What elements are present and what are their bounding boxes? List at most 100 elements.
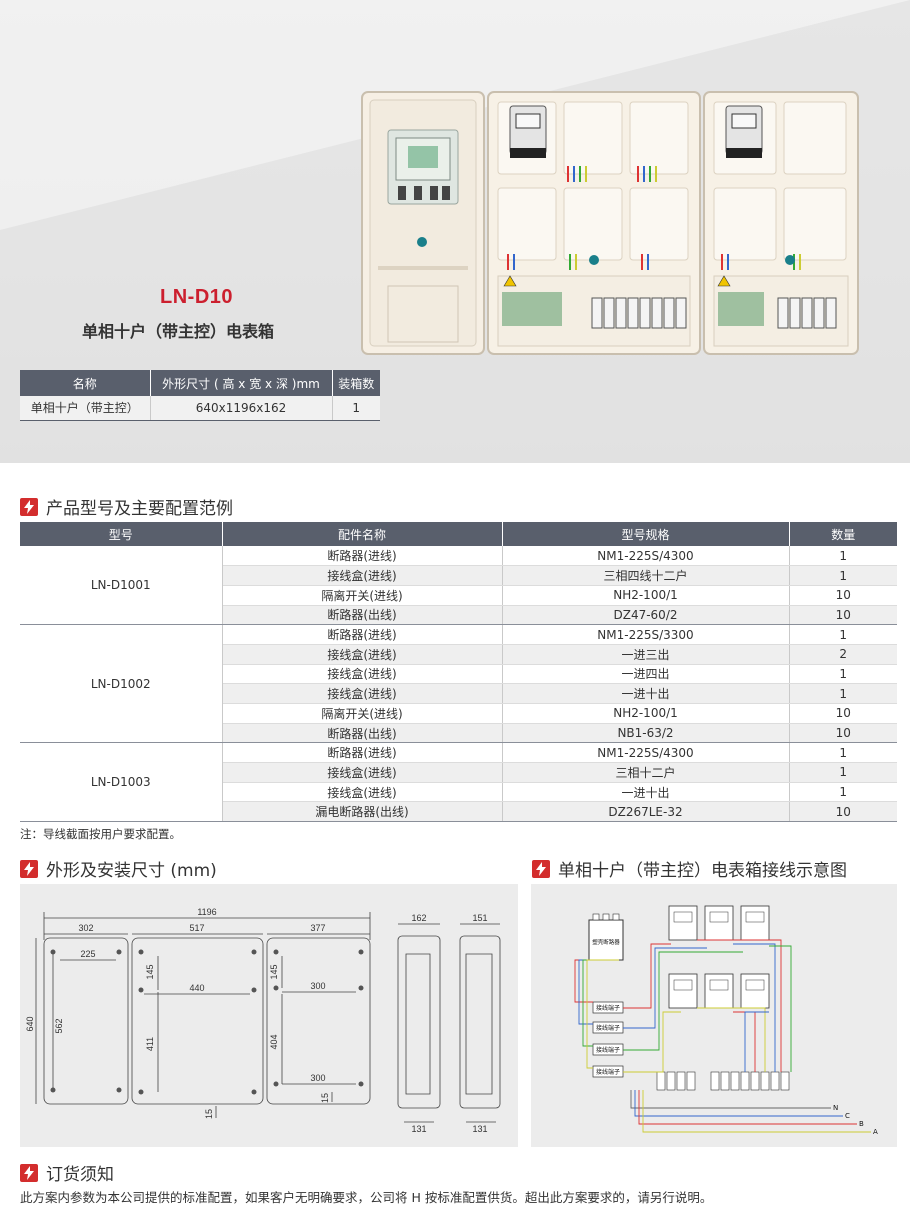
config-header-model: 型号: [20, 522, 223, 546]
config-cell-part: 断路器(进线): [222, 624, 503, 645]
terminal-label-1: 接线端子: [596, 1004, 620, 1012]
dim-height-562: 562: [54, 1018, 64, 1033]
section-wiring-title: 单相十户（带主控）电表箱接线示意图: [558, 861, 847, 881]
dim-v411: 411: [145, 1037, 155, 1051]
config-cell-part: 断路器(进线): [222, 742, 503, 764]
hero-banner: LN-D10 单相十户（带主控）电表箱 名称 外形尺寸 ( 高 x 宽 x 深 …: [0, 0, 910, 463]
dim-side-depth: 162: [411, 913, 426, 923]
section-wiring-heading: 单相十户（带主控）电表箱接线示意图: [532, 856, 847, 881]
config-cell-qty: 2: [789, 644, 897, 665]
config-cell-qty: 1: [789, 546, 897, 567]
terminal-label-4: 接线端子: [596, 1068, 620, 1076]
product-photo: [361, 91, 859, 355]
dim-overall-width: 1196: [197, 907, 216, 917]
config-note: 注：导线截面按用户要求配置。: [20, 827, 181, 841]
config-cell-part: 接线盒(进线): [222, 762, 503, 783]
config-cell-qty: 1: [789, 762, 897, 783]
section-config-title: 产品型号及主要配置范例: [46, 499, 233, 519]
config-cell-model: LN-D1001: [20, 546, 223, 626]
dim-hole-300b: 300: [310, 1073, 325, 1083]
config-cell-spec: 一进三出: [502, 644, 790, 665]
spec-cell-size: 640x1196x162: [150, 396, 333, 421]
config-cell-spec: 三相十二户: [502, 762, 790, 783]
dim-hole-225: 225: [80, 949, 95, 959]
config-cell-qty: 1: [789, 742, 897, 764]
config-cell-spec: DZ267LE-32: [502, 801, 790, 823]
phase-n: N: [833, 1104, 838, 1112]
spec-header-row: 名称 外形尺寸 ( 高 x 宽 x 深 )mm 装箱数: [20, 370, 380, 396]
lightning-icon: [20, 1163, 38, 1182]
config-cell-spec: NM1-225S/3300: [502, 624, 790, 645]
config-cell-qty: 10: [789, 723, 897, 744]
config-cell-model: LN-D1002: [20, 624, 223, 744]
dim-hole-440: 440: [189, 983, 204, 993]
spec-table: 名称 外形尺寸 ( 高 x 宽 x 深 )mm 装箱数 单相十户（带主控） 64…: [20, 370, 380, 421]
config-cell-part: 隔离开关(进线): [222, 703, 503, 724]
section-order-title: 订货须知: [46, 1165, 114, 1185]
config-cell-spec: NH2-100/1: [502, 703, 790, 724]
dim-height-640: 640: [25, 1016, 35, 1031]
phase-b: B: [859, 1120, 864, 1128]
config-header-qty: 数量: [789, 522, 897, 546]
config-header-row: 型号 配件名称 型号规格 数量: [20, 522, 897, 546]
dim-right-width: 377: [310, 923, 325, 933]
spec-header-qty: 装箱数: [332, 370, 380, 396]
dim-side-bottom2: 131: [472, 1124, 487, 1134]
dimension-drawing: 1196 302 517 377 225 440 300 300 162 151…: [25, 907, 501, 1134]
wiring-diagram: 塑壳断路器 接线端子 接线端子 接线端子 接线端子: [574, 905, 878, 1136]
config-cell-qty: 10: [789, 801, 897, 823]
config-cell-spec: NH2-100/1: [502, 585, 790, 606]
config-cell-part: 断路器(出线): [222, 723, 503, 744]
spec-header-size: 外形尺寸 ( 高 x 宽 x 深 )mm: [150, 370, 333, 396]
main-breaker-label: 塑壳断路器: [592, 938, 620, 946]
phase-c: C: [845, 1112, 850, 1120]
config-cell-part: 断路器(进线): [222, 546, 503, 567]
spec-header-name: 名称: [20, 370, 151, 396]
config-cell-spec: 三相四线十二户: [502, 565, 790, 586]
dim-hole-300a: 300: [310, 981, 325, 991]
config-cell-spec: NB1-63/2: [502, 723, 790, 744]
lightning-icon: [20, 497, 38, 516]
dim-v15a: 15: [204, 1109, 214, 1119]
config-cell-spec: NM1-225S/4300: [502, 546, 790, 567]
product-name: 单相十户（带主控）电表箱: [82, 322, 275, 341]
config-cell-qty: 1: [789, 664, 897, 685]
config-cell-part: 接线盒(进线): [222, 683, 503, 704]
config-cell-part: 接线盒(进线): [222, 782, 503, 803]
dim-v145a: 145: [145, 964, 155, 979]
section-config-heading: 产品型号及主要配置范例: [20, 494, 233, 519]
dimension-drawing-panel: 1196 302 517 377 225 440 300 300 162 151…: [20, 884, 518, 1147]
config-header-part: 配件名称: [222, 522, 503, 546]
phase-a: A: [873, 1128, 878, 1136]
config-cell-spec: NM1-225S/4300: [502, 742, 790, 764]
section-dimensions-title: 外形及安装尺寸 (mm): [46, 861, 217, 881]
spec-cell-qty: 1: [332, 396, 380, 421]
config-cell-part: 接线盒(进线): [222, 565, 503, 586]
config-cell-spec: 一进十出: [502, 782, 790, 803]
config-cell-spec: 一进四出: [502, 664, 790, 685]
spec-cell-name: 单相十户（带主控）: [20, 396, 151, 421]
config-cell-part: 接线盒(进线): [222, 664, 503, 685]
config-cell-qty: 10: [789, 703, 897, 724]
order-text: 此方案内参数为本公司提供的标准配置，如果客户无明确要求，公司将 H 按标准配置供…: [20, 1190, 713, 1205]
lightning-icon: [20, 859, 38, 878]
config-cell-qty: 10: [789, 605, 897, 626]
dim-v145b: 145: [269, 964, 279, 979]
lightning-icon: [532, 859, 550, 878]
config-header-spec: 型号规格: [502, 522, 790, 546]
dim-v15b: 15: [320, 1093, 330, 1103]
config-cell-model: LN-D1003: [20, 742, 223, 823]
config-cell-spec: DZ47-60/2: [502, 605, 790, 626]
